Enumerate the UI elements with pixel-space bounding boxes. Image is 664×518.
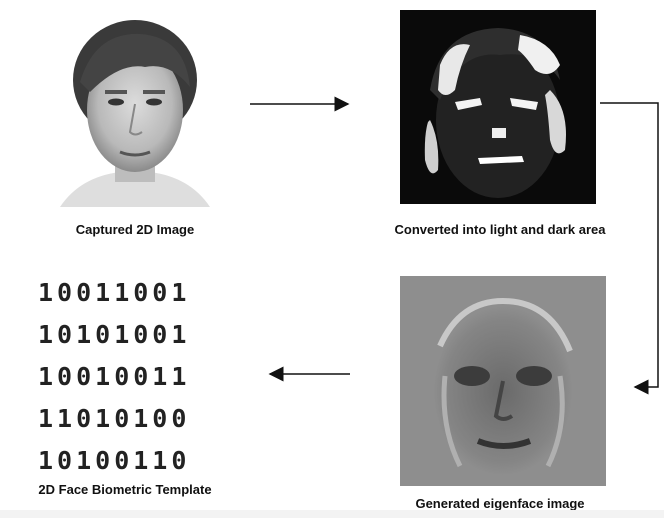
captured-face-image xyxy=(50,12,220,207)
connector-down xyxy=(600,102,659,395)
binary-row: 11010100 xyxy=(38,404,191,433)
bottom-strip xyxy=(0,510,664,518)
caption-template: 2D Face Biometric Template xyxy=(38,482,212,497)
binary-row: 10011001 xyxy=(38,278,191,307)
caption-eigenface: Generated eigenface image xyxy=(415,496,585,511)
binary-template: 10011001 10101001 10010011 11010100 1010… xyxy=(38,272,190,482)
binary-row: 10100110 xyxy=(38,446,191,475)
caption-captured: Captured 2D Image xyxy=(75,222,195,237)
light-dark-face-image xyxy=(400,10,596,204)
eigenface-image xyxy=(400,276,606,486)
binary-row: 10010011 xyxy=(38,362,191,391)
binary-row: 10101001 xyxy=(38,320,191,349)
caption-converted: Converted into light and dark area xyxy=(394,222,606,237)
